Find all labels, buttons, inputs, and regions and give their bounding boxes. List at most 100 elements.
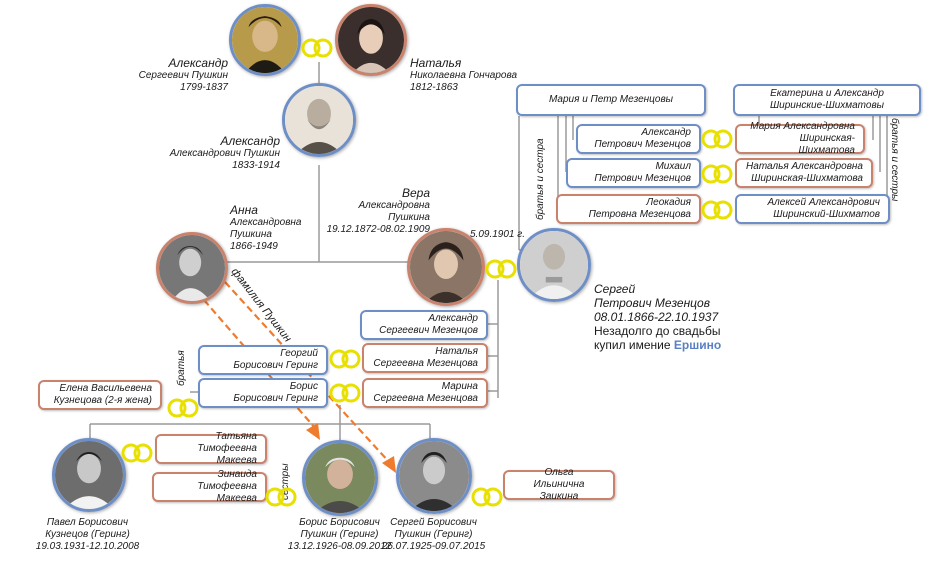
name: Вера [401, 186, 430, 200]
wedding-rings-icon [329, 383, 361, 403]
box-maria-petr: Мария и Петр Мезенцовы [516, 84, 706, 116]
box-alexey: Алексей Александрович Ширинский-Шихматов [735, 194, 890, 224]
name: Наталья [410, 56, 462, 70]
box-line1: Наталья [435, 346, 478, 357]
wedding-rings-icon [701, 129, 733, 149]
wedding-rings-icon [301, 38, 333, 58]
estate-name: Ершино [673, 338, 722, 352]
estate-note-line1: Незадолго до свадьбы [594, 324, 721, 338]
side-label-siblings-left: братья и сестра [535, 138, 546, 220]
side-label-siblings-right: братья и сестры [889, 118, 900, 202]
name: Анна [230, 203, 258, 217]
box-line2: Петровна Мезенцова [588, 209, 691, 220]
box-line1: Михаил [655, 161, 691, 172]
box-natalya-sergeevna: Наталья Сергеевна Мезенцова [362, 343, 488, 373]
side-label-brothers: братья [176, 350, 187, 386]
wedding-rings-icon [485, 259, 517, 279]
patronymic: Петрович Мезенцов [594, 296, 710, 310]
surname: Пушкин (Геринг) [394, 529, 473, 540]
dates: 19.03.1931-12.10.2008 [35, 541, 140, 552]
name: Павел Борисович [46, 517, 129, 528]
surname: Кузнецов (Геринг) [45, 529, 130, 540]
patronymic: Александровна [230, 217, 302, 228]
wedding-rings-icon [471, 487, 503, 507]
label-natalya-goncharova: Наталья Николаевна Гончарова 1812-1863 [410, 56, 530, 94]
wedding-rings-icon [701, 164, 733, 184]
name: Александр [220, 134, 280, 148]
box-tatyana: Татьяна Тимофеевна Макеева [155, 431, 267, 466]
box-line1: Зинаида [217, 469, 257, 480]
box-line2: Ширинская-Шихматова [751, 173, 863, 184]
box-ekaterina-alexander: Екатерина и Александр Ширинские-Шихматов… [733, 84, 921, 116]
box-line1: Алексей Александрович [767, 197, 880, 208]
box-natalya-alexandrovna: Наталья Александровна Ширинская-Шихматов… [735, 158, 873, 188]
box-alexander-petrovich: Александр Петрович Мезенцов [576, 124, 701, 154]
surname: Пушкина [388, 212, 430, 223]
box-line1: Мария Александровна [750, 121, 855, 132]
patronymic: Сергеевич Пушкин [138, 70, 228, 81]
box-line1: Георгий [280, 348, 318, 359]
box-line2: Тимофеевна Макеева [197, 481, 257, 504]
portrait-boris-jr [302, 440, 378, 516]
label-sergey-mezentsov: Сергей Петрович Мезенцов 08.01.1866-22.1… [594, 282, 754, 324]
box-zinaida: Зинаида Тимофеевна Макеева [152, 469, 267, 504]
box-line1: Наталья Александровна [746, 161, 863, 172]
box-leokadia: Леокадия Петровна Мезенцова [556, 194, 701, 224]
name: Александр [168, 56, 228, 70]
box-line2: Ширинская-Шихматова [798, 133, 855, 156]
box-line2: Ширинский-Шихматов [773, 209, 880, 220]
marriage-date: 5.09.1901 г. [470, 229, 525, 240]
box-line1: Елена Васильевена [59, 383, 152, 394]
patronymic: Александрович Пушкин [169, 148, 280, 159]
box-line1: Татьяна [215, 431, 257, 442]
box-alexander-sergeevich-mezentsov: Александр Сергеевич Мезенцов [360, 310, 488, 340]
portrait-sergey-mezentsov [517, 228, 591, 302]
box-elena: Елена Васильевена Кузнецова (2-я жена) [38, 380, 162, 410]
dates: 08.01.1866-22.10.1937 [594, 310, 719, 324]
dates: 19.12.1872-08.02.1909 [326, 224, 430, 235]
surname: Пушкин (Геринг) [300, 529, 379, 540]
patronymic: Александровна [358, 200, 430, 211]
box-line2: Кузнецова (2-я жена) [53, 395, 152, 406]
label-alexander-alexandrovich: Александр Александрович Пушкин 1833-1914 [160, 134, 280, 172]
box-olga: Ольга Ильинична Заикина [503, 467, 615, 502]
wedding-rings-icon [329, 349, 361, 369]
box-line2: Борисович Геринг [233, 393, 318, 404]
box-boris-gering: Борис Борисович Геринг [198, 378, 328, 408]
name: Борис Борисович [299, 517, 380, 528]
box-line2: Петрович Мезенцов [594, 139, 691, 150]
label-alexander-sergeevich: Александр Сергеевич Пушкин 1799-1837 [120, 56, 228, 94]
box-line2: Сергеевич Мезенцов [379, 325, 478, 336]
name: Сергей [594, 282, 636, 296]
wedding-rings-icon [167, 398, 199, 418]
dates: 1799-1837 [180, 82, 228, 93]
wedding-rings-icon [265, 487, 297, 507]
label-pavel: Павел Борисович Кузнецов (Геринг) 19.03.… [10, 517, 165, 553]
surname: Пушкина [230, 229, 272, 240]
box-line2: Сергеевна Мезенцова [373, 358, 478, 369]
label-anna: Анна Александровна Пушкина 1866-1949 [230, 203, 320, 253]
box-maria-alexandrovna: Мария Александровна Ширинская-Шихматова [735, 121, 865, 156]
box-line2: Ширинские-Шихматовы [769, 100, 885, 111]
label-boris-jr: Борис Борисович Пушкин (Геринг) 13.12.19… [262, 517, 417, 553]
box-line1: Ольга [544, 467, 574, 478]
estate-note: Незадолго до свадьбы купил имение Ершино [594, 324, 754, 352]
box-line2: Ильинична Заикина [533, 479, 585, 502]
dates: 13.12.1926-08.09.2012 [287, 541, 392, 552]
box-line2: Петрович Мезенцов [594, 173, 691, 184]
box-line2: Борисович Геринг [233, 360, 318, 371]
box-mikhail: Михаил Петрович Мезенцов [566, 158, 701, 188]
estate-note-line2: купил имение [594, 338, 671, 352]
portrait-alexander-sergeevich [229, 4, 301, 76]
portrait-alexander-alexandrovich [282, 83, 356, 157]
portrait-vera [407, 228, 485, 306]
box-line1: Александр [428, 313, 478, 324]
box-line2: Тимофеевна Макеева [197, 443, 257, 466]
dates: 1866-1949 [230, 241, 278, 252]
box-line1: Александр [641, 127, 691, 138]
wedding-rings-icon [701, 200, 733, 220]
wedding-rings-icon [121, 443, 153, 463]
dates: 1833-1914 [232, 160, 280, 171]
label-vera: Вера Александровна Пушкина 19.12.1872-08… [300, 186, 430, 236]
